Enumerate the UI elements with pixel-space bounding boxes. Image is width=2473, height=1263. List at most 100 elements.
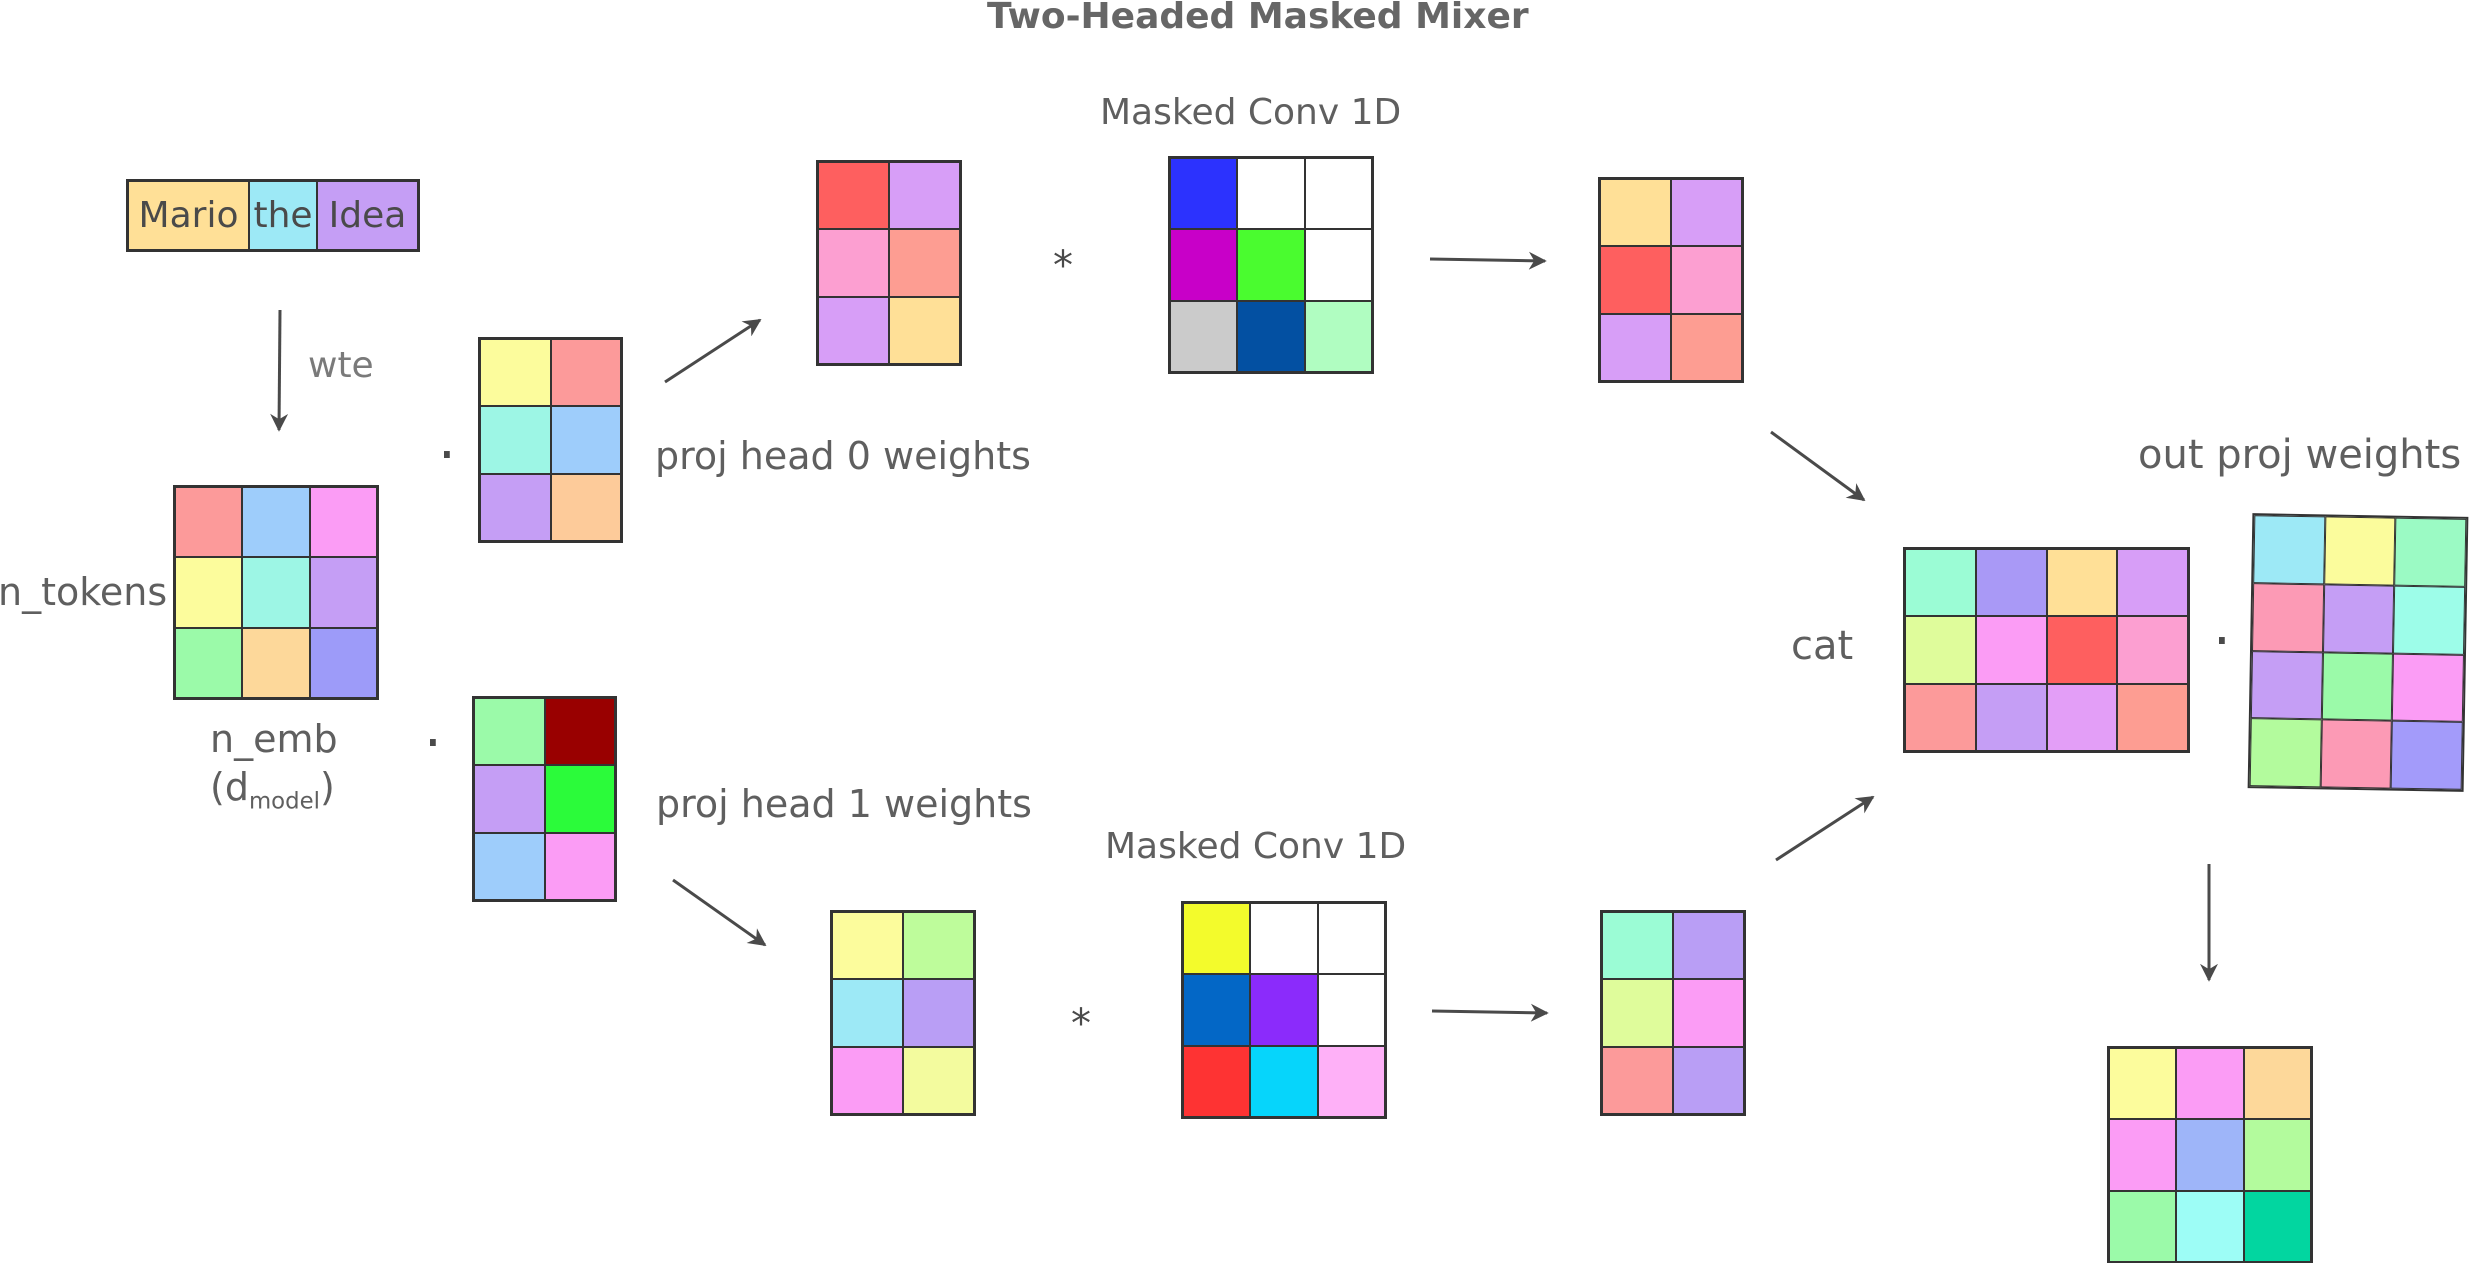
- matrix-cell-r0-c0: [1602, 912, 1673, 980]
- wte-label: wte: [308, 345, 374, 386]
- head-1-output-matrix: [1600, 910, 1746, 1116]
- matrix-cell-r0-c2: [1304, 158, 1372, 230]
- d-model-label: (dmodel): [210, 768, 335, 813]
- embedding-matrix: [173, 485, 379, 700]
- matrix-cell-r1-c3: [2117, 616, 2188, 684]
- matrix-cell-r1-c1: [1975, 616, 2047, 684]
- arrow-to-head-0-projection: [664, 318, 762, 384]
- matrix-cell-r2-c2: [2046, 683, 2118, 751]
- matrix-cell-r0-c0: [818, 162, 889, 230]
- matrix-cell-r1-c1: [1673, 979, 1744, 1047]
- matrix-cell-r2-c2: [309, 627, 377, 698]
- matrix-cell-r2-c0: [818, 296, 889, 364]
- matrix-cell-r0-c1: [242, 487, 310, 558]
- matrix-cell-r0-c1: [544, 698, 615, 766]
- matrix-cell-r2-c1: [889, 296, 960, 364]
- matrix-cell-r1-c2: [2046, 616, 2118, 684]
- input-tokens: Mario the Idea: [126, 179, 420, 252]
- matrix-cell-r0-c0: [175, 487, 243, 558]
- matrix-cell-r2-c0: [1600, 313, 1671, 381]
- matrix-cell-r0-c0: [1183, 903, 1251, 975]
- matrix-cell-r1-c0: [1183, 974, 1251, 1046]
- conv-kernel-bottom-matrix: [1181, 901, 1387, 1119]
- masked-conv-bottom-label: Masked Conv 1D: [1105, 826, 1407, 867]
- matrix-cell-r0-c1: [1975, 549, 2047, 617]
- matrix-cell-r2-c1: [242, 627, 310, 698]
- matrix-cell-r2-c0: [2109, 1190, 2177, 1262]
- matrix-cell-r0-c0: [480, 339, 551, 407]
- matrix-cell-r0-c1: [550, 339, 621, 407]
- matrix-cell-r2-c0: [480, 473, 551, 541]
- token-mario: Mario: [129, 182, 250, 249]
- matrix-cell-r2-c2: [1304, 300, 1372, 372]
- matrix-cell-r0-c1: [2176, 1048, 2244, 1120]
- matrix-cell-r1-c1: [242, 557, 310, 628]
- arrow-head-0-to-cat: [1770, 430, 1866, 502]
- matrix-cell-r2-c1: [1671, 313, 1742, 381]
- dot-operator-head-1: .: [424, 695, 442, 760]
- dot-operator-out-proj: .: [2213, 593, 2231, 658]
- matrix-cell-r2-c2: [1317, 1045, 1385, 1117]
- matrix-cell-r2-c2: [2243, 1190, 2311, 1262]
- matrix-cell-r2-c1: [1673, 1046, 1744, 1114]
- d-model-open: (d: [210, 765, 249, 809]
- head-0-output-matrix: [1598, 177, 1744, 383]
- matrix-cell-r2-c1: [1237, 300, 1305, 372]
- arrow-head-1-to-cat: [1775, 795, 1875, 862]
- out-proj-label: out proj weights: [2138, 432, 2462, 478]
- matrix-cell-r0-c1: [889, 162, 960, 230]
- matrix-cell-r2-c0: [1183, 1045, 1251, 1117]
- proj-head-0-weights-matrix: [478, 337, 623, 543]
- matrix-cell-r1-c1: [889, 229, 960, 297]
- matrix-cell-r1-c0: [480, 406, 551, 474]
- matrix-cell-r0-c2: [309, 487, 377, 558]
- matrix-cell-r1-c0: [2109, 1119, 2177, 1191]
- matrix-cell-r0-c0: [1170, 158, 1238, 230]
- matrix-cell-r2-c1: [544, 832, 615, 900]
- matrix-cell-r0-c1: [903, 912, 974, 980]
- matrix-cell-r1-c0: [474, 765, 545, 833]
- matrix-cell-r0-c2: [2243, 1048, 2311, 1120]
- n-emb-label: n_emb: [210, 717, 338, 761]
- matrix-cell-r2-c1: [2176, 1190, 2244, 1262]
- head-1-projection-matrix: [830, 910, 976, 1116]
- matrix-cell-r1-c0: [175, 557, 243, 628]
- matrix-cell-r0-c1: [1671, 179, 1742, 247]
- matrix-cell-r0-c1: [1673, 912, 1744, 980]
- matrix-cell-r1-c1: [544, 765, 615, 833]
- matrix-cell-r1-c2: [1317, 974, 1385, 1046]
- matrix-cell-r0-c2: [1317, 903, 1385, 975]
- matrix-cell-r2-c1: [1250, 1045, 1318, 1117]
- matrix-cell-r0-c3: [2117, 549, 2188, 617]
- matrix-cell-r0-c0: [1905, 549, 1976, 617]
- matrix-cell-r0-c0: [832, 912, 903, 980]
- matrix-cell-r1-c0: [1600, 246, 1671, 314]
- matrix-cell-r0-c0: [2109, 1048, 2177, 1120]
- d-model-close: ): [319, 765, 335, 809]
- conv-operator-bottom: *: [1071, 1001, 1091, 1047]
- matrix-cell-r0-c2: [2046, 549, 2118, 617]
- matrix-cell-r2-c0: [1905, 683, 1976, 751]
- matrix-cell-r1-c0: [1170, 229, 1238, 301]
- matrix-cell-r1-c0: [818, 229, 889, 297]
- proj-head-1-label: proj head 1 weights: [656, 782, 1032, 826]
- matrix-cell-r1-c1: [2176, 1119, 2244, 1191]
- matrix-cell-r2-c1: [903, 1046, 974, 1114]
- concatenated-matrix: [1903, 547, 2190, 753]
- matrix-cell-r1-c1: [903, 979, 974, 1047]
- matrix-cell-r1-c2: [1304, 229, 1372, 301]
- matrix-cell-r1-c2: [2243, 1119, 2311, 1191]
- matrix-cell-r0-c0: [474, 698, 545, 766]
- head-0-projection-matrix: [816, 160, 962, 366]
- proj-head-1-weights-matrix: [472, 696, 617, 902]
- matrix-cell-r1-c1: [1250, 974, 1318, 1046]
- matrix-cell-r1-c0: [832, 979, 903, 1047]
- matrix-cell-r1-c1: [1237, 229, 1305, 301]
- matrix-cell-r2-c0: [1602, 1046, 1673, 1114]
- arrow-head-1-conv-output: [1431, 1003, 1549, 1022]
- arrow-wte: [270, 309, 289, 432]
- matrix-cell-r2-c0: [1170, 300, 1238, 372]
- token-the: the: [250, 182, 318, 249]
